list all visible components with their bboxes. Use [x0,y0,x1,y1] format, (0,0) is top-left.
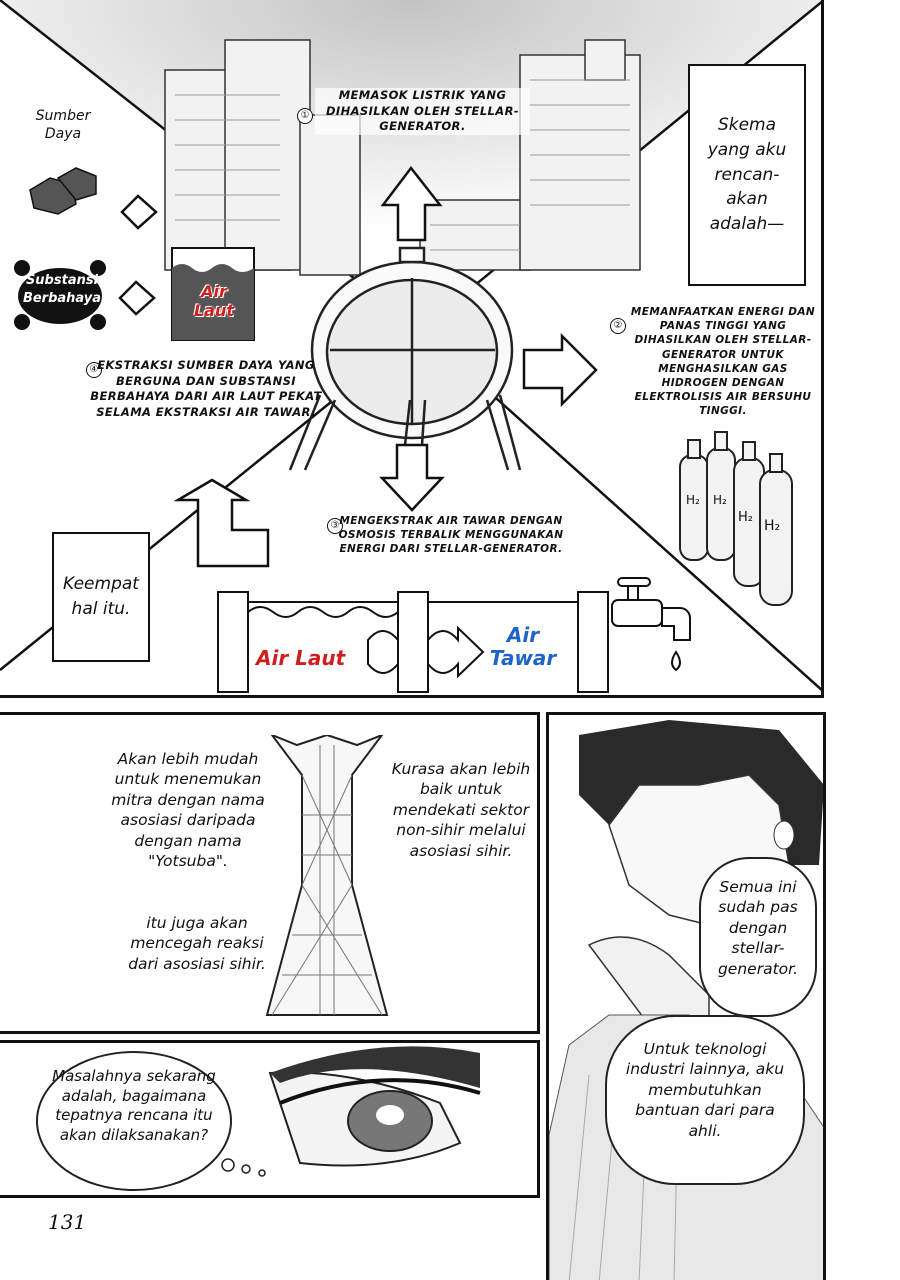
tank-label: Air Laut [193,282,235,321]
eye-illustration [221,1046,481,1177]
step1-number: ① [297,108,313,124]
step3-number: ③ [327,518,343,534]
faucet-icon [611,577,691,672]
step4-number: ④ [86,362,102,378]
hazard-label: Substansi Berbahaya [22,273,102,306]
step4-caption: EKSTRAKSI SUMBER DAYA YANG BERGUNA DAN S… [90,358,322,419]
eye-panel: Masalahnya sekarang adalah, bagaimana te… [0,1040,540,1198]
speech-eye: Masalahnya sekarang adalah, bagaimana te… [36,1051,232,1191]
resource-label: Sumber Daya [35,108,91,142]
character-panel: Semua ini sudah pas dengan stellar-gener… [546,712,826,1280]
stellar-generator-sphere [288,246,522,471]
narration-box-bottom: Keempat hal itu. [52,532,150,662]
diagram-panel: ① MEMASOK LISTRIK YANG DIHASILKAN OLEH S… [0,0,824,698]
step3-caption: MENGEKSTRAK AIR TAWAR DENGAN OSMOSIS TER… [338,515,564,556]
speech-left-top: Akan lebih mudah untuk menemukan mitra d… [111,750,265,871]
filtration-tube [217,591,609,693]
cloud-bubble-bottom: Untuk teknologi industri lainnya, aku me… [605,1015,805,1185]
tower-panel: Akan lebih mudah untuk menemukan mitra d… [0,712,540,1034]
freshwater-label: Air Tawar [489,623,557,670]
h2-label-1: H₂ [686,493,700,507]
speech-left-bottom: itu juga akan mencegah reaksi dari asosi… [128,914,266,973]
seawater-tank [171,247,255,341]
hydrogen-cylinders [679,431,793,606]
margin-strip [826,0,900,1280]
diagram-lines [0,0,821,693]
page-number: 131 [48,1210,87,1234]
h2-label-3: H₂ [738,510,753,525]
narration-box-top: Skema yang aku rencan-akan adalah— [688,64,806,286]
flow-arrows [118,165,598,568]
seawater-label: Air Laut [256,646,346,670]
h2-label-2: H₂ [713,493,727,507]
h2-label-4: H₂ [764,518,781,534]
step1-caption: MEMASOK LISTRIK YANG DIHASILKAN OLEH STE… [315,88,530,135]
tower-illustration [265,735,389,1016]
step2-number: ② [610,318,626,334]
step2-caption: MEMANFAATKAN ENERGI DAN PANAS TINGGI YAN… [630,306,816,418]
cloud-bubble-top: Semua ini sudah pas dengan stellar-gener… [699,857,817,1017]
speech-right: Kurasa akan lebih baik untuk mendekati s… [391,760,531,860]
resource-icons [29,167,97,215]
skull-crossbones-icon [14,260,106,330]
